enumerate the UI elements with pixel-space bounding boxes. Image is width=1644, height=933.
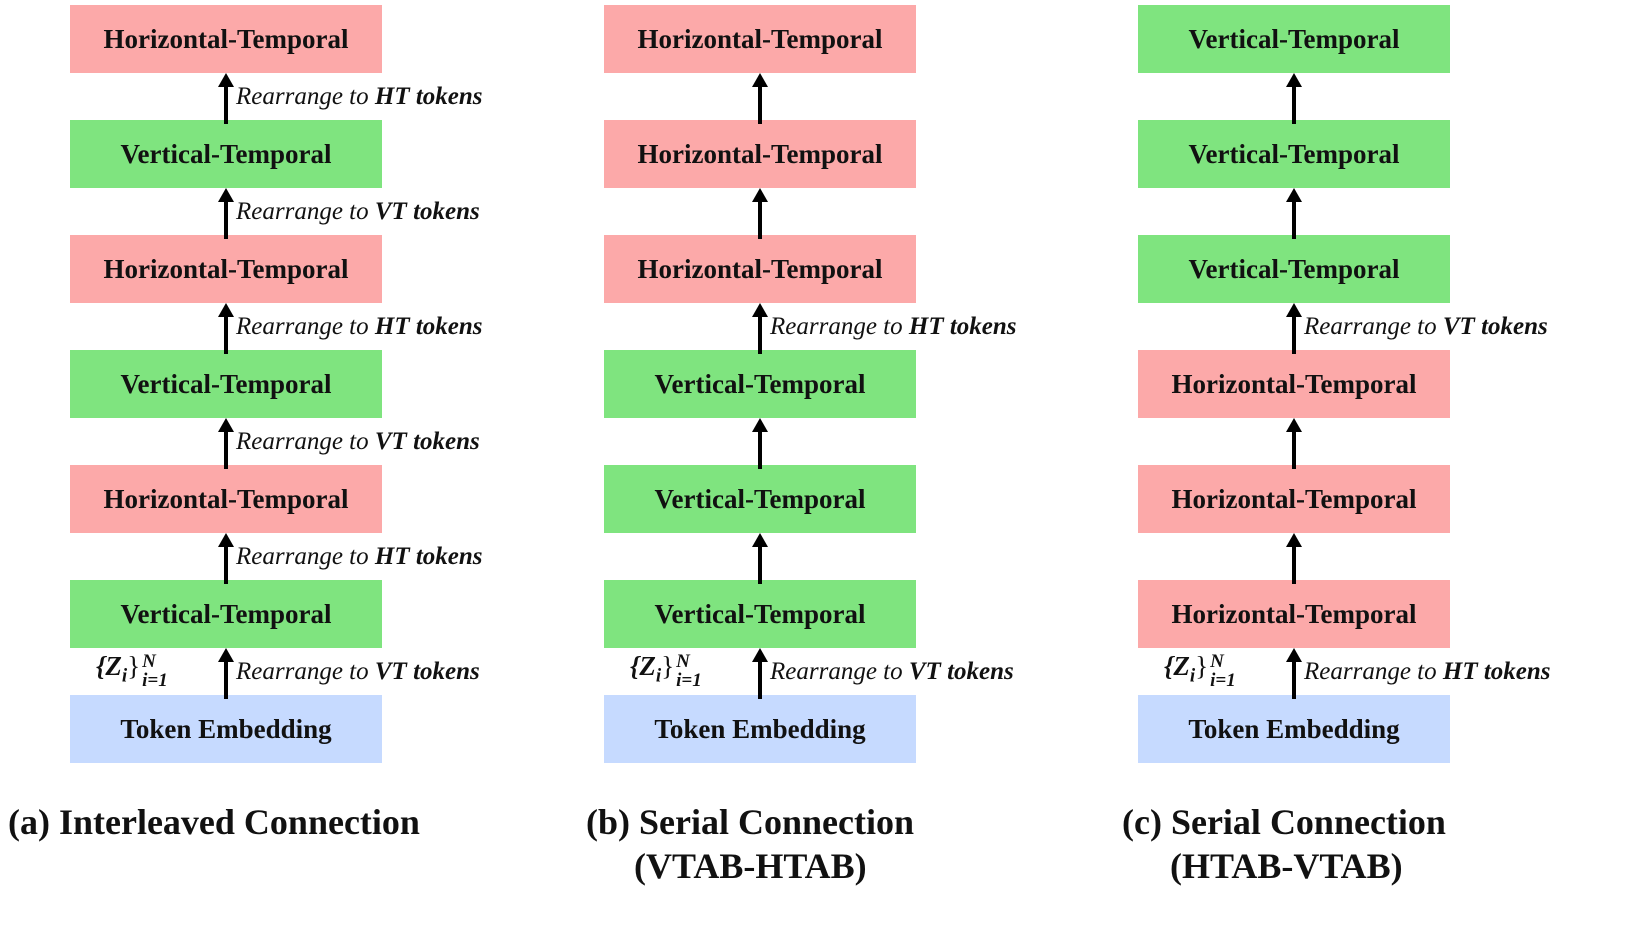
horizontal-temporal-block: Horizontal-Temporal xyxy=(1138,465,1450,533)
z-index: i xyxy=(655,665,662,687)
horizontal-temporal-block: Horizontal-Temporal xyxy=(604,120,916,188)
up-arrow-icon xyxy=(216,417,236,469)
rearrange-label: Rearrange to VT tokens xyxy=(236,658,480,686)
z-close: } xyxy=(127,651,141,682)
rearrange-prefix: Rearrange to xyxy=(236,543,375,570)
rearrange-token-type: HT tokens xyxy=(1442,658,1551,685)
z-index: i xyxy=(1189,665,1196,687)
z-sub: i=1 xyxy=(676,670,702,691)
rearrange-prefix: Rearrange to xyxy=(1304,313,1443,340)
z-sup: N xyxy=(142,651,156,672)
up-arrow-icon xyxy=(1284,417,1304,469)
rearrange-token-type: HT tokens xyxy=(908,313,1017,340)
up-arrow-icon xyxy=(750,72,770,124)
z-base: {Z xyxy=(1164,651,1190,682)
z-sub: i=1 xyxy=(1210,670,1236,691)
horizontal-temporal-block: Horizontal-Temporal xyxy=(1138,580,1450,648)
horizontal-temporal-block: Horizontal-Temporal xyxy=(604,5,916,73)
vertical-temporal-block: Vertical-Temporal xyxy=(1138,5,1450,73)
caption-line-1: (b) Serial Connection xyxy=(586,802,914,842)
horizontal-temporal-block: Horizontal-Temporal xyxy=(70,5,382,73)
vertical-temporal-block: Vertical-Temporal xyxy=(604,465,916,533)
vertical-temporal-block: Vertical-Temporal xyxy=(70,580,382,648)
rearrange-token-type: VT tokens xyxy=(374,658,480,685)
rearrange-prefix: Rearrange to xyxy=(1304,658,1443,685)
up-arrow-icon xyxy=(216,187,236,239)
vertical-temporal-block: Vertical-Temporal xyxy=(604,350,916,418)
vertical-temporal-block: Vertical-Temporal xyxy=(1138,235,1450,303)
panel-caption: (b) Serial Connection(VTAB-HTAB) xyxy=(586,800,914,888)
z-sup: N xyxy=(676,651,690,672)
caption-line-1: (c) Serial Connection xyxy=(1122,802,1446,842)
caption-line-2: (HTAB-VTAB) xyxy=(1170,846,1403,886)
vertical-temporal-block: Vertical-Temporal xyxy=(70,350,382,418)
up-arrow-icon xyxy=(1284,187,1304,239)
z-base: {Z xyxy=(630,651,656,682)
caption-line-2: (VTAB-HTAB) xyxy=(634,846,867,886)
rearrange-token-type: HT tokens xyxy=(374,83,483,110)
token-embedding-block: Token Embedding xyxy=(1138,695,1450,763)
rearrange-label: Rearrange to VT tokens xyxy=(770,658,1014,686)
rearrange-token-type: VT tokens xyxy=(374,428,480,455)
rearrange-token-type: HT tokens xyxy=(374,313,483,340)
up-arrow-icon xyxy=(1284,302,1304,354)
rearrange-label: Rearrange to VT tokens xyxy=(236,198,480,226)
rearrange-token-type: HT tokens xyxy=(374,543,483,570)
up-arrow-icon xyxy=(750,417,770,469)
vertical-temporal-block: Vertical-Temporal xyxy=(604,580,916,648)
up-arrow-icon xyxy=(216,72,236,124)
rearrange-prefix: Rearrange to xyxy=(236,198,375,225)
up-arrow-icon xyxy=(1284,72,1304,124)
up-arrow-icon xyxy=(216,302,236,354)
rearrange-token-type: VT tokens xyxy=(1442,313,1548,340)
up-arrow-icon xyxy=(750,187,770,239)
rearrange-label: Rearrange to HT tokens xyxy=(236,83,483,111)
up-arrow-icon xyxy=(216,532,236,584)
z-close: } xyxy=(1195,651,1209,682)
token-embedding-block: Token Embedding xyxy=(70,695,382,763)
z-sub: i=1 xyxy=(142,670,168,691)
rearrange-prefix: Rearrange to xyxy=(236,313,375,340)
up-arrow-icon xyxy=(1284,532,1304,584)
rearrange-label: Rearrange to VT tokens xyxy=(1304,313,1548,341)
rearrange-label: Rearrange to VT tokens xyxy=(236,428,480,456)
up-arrow-icon xyxy=(216,647,236,699)
rearrange-token-type: VT tokens xyxy=(374,198,480,225)
rearrange-prefix: Rearrange to xyxy=(236,428,375,455)
rearrange-prefix: Rearrange to xyxy=(770,313,909,340)
rearrange-label: Rearrange to HT tokens xyxy=(770,313,1017,341)
rearrange-token-type: VT tokens xyxy=(908,658,1014,685)
panel-caption: (a) Interleaved Connection xyxy=(8,800,420,844)
z-sup: N xyxy=(1210,651,1224,672)
horizontal-temporal-block: Horizontal-Temporal xyxy=(1138,350,1450,418)
up-arrow-icon xyxy=(1284,647,1304,699)
horizontal-temporal-block: Horizontal-Temporal xyxy=(70,465,382,533)
horizontal-temporal-block: Horizontal-Temporal xyxy=(70,235,382,303)
vertical-temporal-block: Vertical-Temporal xyxy=(1138,120,1450,188)
caption-line-1: (a) Interleaved Connection xyxy=(8,802,420,842)
z-close: } xyxy=(661,651,675,682)
z-index: i xyxy=(121,665,128,687)
panel-caption: (c) Serial Connection(HTAB-VTAB) xyxy=(1122,800,1446,888)
horizontal-temporal-block: Horizontal-Temporal xyxy=(604,235,916,303)
rearrange-label: Rearrange to HT tokens xyxy=(236,313,483,341)
z-base: {Z xyxy=(96,651,122,682)
up-arrow-icon xyxy=(750,302,770,354)
up-arrow-icon xyxy=(750,647,770,699)
rearrange-prefix: Rearrange to xyxy=(770,658,909,685)
rearrange-prefix: Rearrange to xyxy=(236,658,375,685)
rearrange-label: Rearrange to HT tokens xyxy=(236,543,483,571)
up-arrow-icon xyxy=(750,532,770,584)
rearrange-prefix: Rearrange to xyxy=(236,83,375,110)
rearrange-label: Rearrange to HT tokens xyxy=(1304,658,1551,686)
token-embedding-block: Token Embedding xyxy=(604,695,916,763)
vertical-temporal-block: Vertical-Temporal xyxy=(70,120,382,188)
